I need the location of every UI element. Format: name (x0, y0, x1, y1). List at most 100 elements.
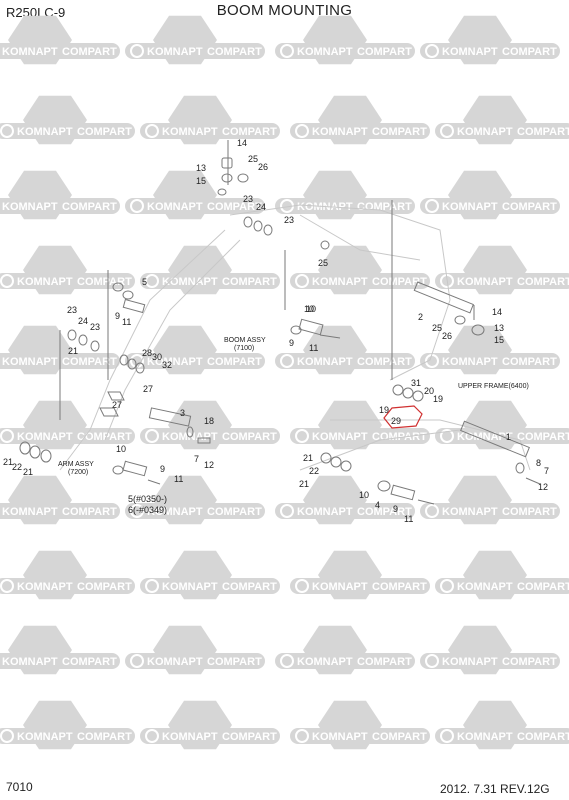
part-label: 27 (112, 400, 122, 410)
boom-assy-code: (7100) (234, 345, 254, 352)
part-label: 31 (411, 378, 421, 388)
watermark-text: KOMNAPT (147, 201, 203, 213)
watermark-text: COMPART (502, 506, 557, 518)
watermark-text: COMPART (372, 431, 427, 443)
watermark-text: COMPART (62, 356, 117, 368)
watermark-text: COMPART (222, 581, 277, 593)
watermark-bar (125, 43, 265, 59)
watermark-text: COMPART (357, 356, 412, 368)
arm-assy-label: ARM ASSY (58, 461, 94, 468)
watermark-bar (290, 123, 430, 139)
watermark-logo-icon (280, 654, 294, 668)
part-label: 2 (418, 312, 423, 322)
part-label: 28 (142, 348, 152, 358)
part-label: 13 (494, 323, 504, 333)
watermark-text: COMPART (62, 506, 117, 518)
part-label: 5(#0350-) (128, 494, 167, 504)
part-label: 10 (304, 304, 314, 314)
watermark-logo-icon (130, 199, 144, 213)
part-label: 21 (299, 479, 309, 489)
watermark-bar (435, 578, 569, 594)
watermark-text: COMPART (77, 126, 132, 138)
part-label: 12 (538, 482, 548, 492)
watermark-logo-icon (0, 579, 14, 593)
watermark-text: KOMNAPT (2, 201, 58, 213)
watermark-text: KOMNAPT (17, 731, 73, 743)
watermark-text: KOMNAPT (457, 581, 513, 593)
assembly-label-layer: BOOM ASSY (7100) ARM ASSY (7200) UPPER F… (58, 337, 529, 476)
watermark-text: COMPART (517, 126, 569, 138)
part-label: 24 (256, 202, 266, 212)
part-label: 23 (284, 215, 294, 225)
page-title: BOOM MOUNTING (216, 2, 353, 19)
part-label: 9 (115, 311, 120, 321)
part-label: 32 (162, 360, 172, 370)
watermark-text: COMPART (357, 201, 412, 213)
part-label: 11 (309, 343, 318, 353)
watermark-text: COMPART (62, 656, 117, 668)
watermark-text: COMPART (222, 276, 277, 288)
watermark-text: COMPART (372, 581, 427, 593)
watermark-bar (420, 503, 560, 519)
watermark-bar (290, 728, 430, 744)
watermark-bar (420, 43, 560, 59)
part-label: 21 (68, 346, 78, 356)
watermark-bar (0, 728, 135, 744)
watermark-logo-icon (0, 429, 14, 443)
part-label: 9 (160, 464, 165, 474)
watermark-text: KOMNAPT (442, 356, 498, 368)
highlight-box-part-29 (383, 405, 423, 429)
watermark-text: COMPART (207, 506, 262, 518)
watermark-logo-icon (295, 429, 309, 443)
watermark-logo-icon (130, 44, 144, 58)
watermark-text: COMPART (517, 276, 569, 288)
revision-date: 2012. 7.31 REV.12G (440, 782, 550, 796)
watermark-bar (275, 353, 415, 369)
watermark-logo-icon (425, 654, 439, 668)
part-label: 21 (3, 457, 13, 467)
watermark-text: KOMNAPT (147, 656, 203, 668)
watermark-text: KOMNAPT (162, 731, 218, 743)
watermark-text: COMPART (77, 431, 132, 443)
part-label: 21 (303, 453, 313, 463)
watermark-bar (0, 123, 135, 139)
part-label: 7 (194, 454, 199, 464)
watermark-bar (435, 728, 569, 744)
watermark-logo-icon (145, 124, 159, 138)
watermark-logo-icon (440, 429, 454, 443)
watermark-bar (275, 43, 415, 59)
watermark-text: COMPART (517, 431, 569, 443)
part-label: 19 (379, 405, 389, 415)
part-label-highlighted: 29 (391, 416, 401, 426)
watermark-text: KOMNAPT (297, 506, 353, 518)
part-label: 10 (116, 444, 126, 454)
part-label: 23 (243, 194, 253, 204)
watermark-bar (0, 578, 135, 594)
part-label: 25 (432, 323, 442, 333)
watermark-bar (140, 123, 280, 139)
watermark-bar (0, 273, 135, 289)
watermark-logo-icon (295, 579, 309, 593)
part-label: 25 (248, 154, 258, 164)
watermark-text: KOMNAPT (17, 276, 73, 288)
watermark-bar (290, 273, 430, 289)
watermark-bar (420, 198, 560, 214)
